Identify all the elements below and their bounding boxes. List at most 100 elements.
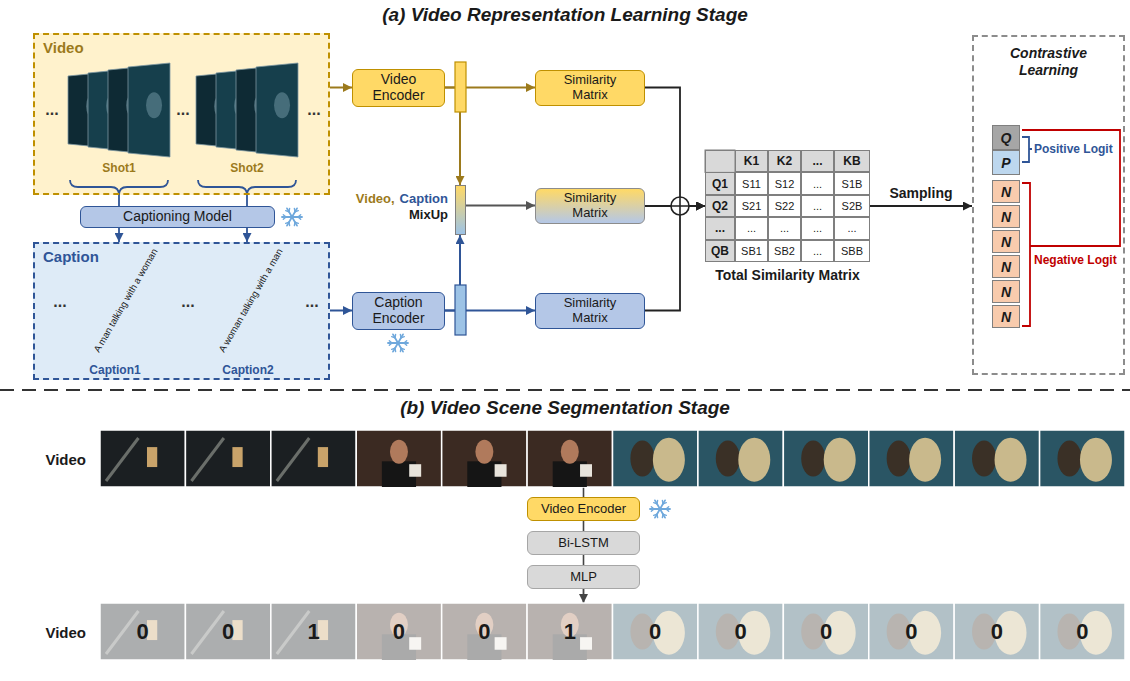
film-frame — [1040, 430, 1125, 487]
table-cell: S2B — [834, 195, 870, 217]
sum-circle — [671, 197, 689, 215]
frame-paper — [580, 464, 592, 477]
frame-ground — [271, 603, 356, 660]
node-text: 0 — [991, 619, 1003, 645]
node-text: Caption Encoder — [367, 295, 431, 326]
mlp-box: MLP — [527, 565, 640, 589]
snowflake-branch — [404, 343, 407, 345]
table-cell: S11 — [735, 172, 768, 194]
frame-face — [561, 440, 579, 464]
table-cell: SBB — [834, 240, 870, 262]
ellipsis: ... — [176, 292, 200, 312]
frame-ground — [356, 603, 441, 660]
snowflake-branch — [662, 514, 664, 517]
frame-ground — [954, 603, 1039, 660]
table-cell: SB2 — [768, 240, 801, 262]
frame-hair — [909, 438, 941, 482]
shot-brace — [70, 180, 168, 195]
node-heading: Video — [43, 39, 84, 56]
frame-ground — [783, 603, 868, 660]
frame-ground — [271, 430, 356, 487]
bilstm-box: Bi-LSTM — [527, 531, 640, 555]
frame-cell: 0 — [442, 603, 527, 660]
frame-fade — [185, 603, 270, 660]
frame-ground — [1040, 603, 1125, 660]
frame-face — [972, 441, 996, 477]
table-cell: S22 — [768, 195, 801, 217]
snowflake-arm — [655, 509, 660, 518]
node-text: N — [1001, 209, 1011, 225]
node-text: Video, — [356, 191, 395, 206]
snowflake-branch — [298, 217, 301, 219]
negative-cell: N — [992, 305, 1020, 328]
node-text: 0 — [905, 619, 917, 645]
connector — [583, 521, 585, 531]
frame-ground — [613, 603, 698, 660]
snowflake-arm — [388, 342, 398, 344]
snowflake-branch — [394, 334, 396, 337]
film-frame — [698, 603, 783, 660]
video-frame — [128, 63, 170, 157]
node-text: N — [1001, 259, 1011, 275]
snowflake-branch — [663, 503, 666, 504]
snowflake-arm — [398, 343, 403, 352]
node-text: N — [1001, 309, 1011, 325]
frame-ground — [100, 430, 185, 487]
negative-cell: N — [992, 280, 1020, 303]
negative-cell: N — [992, 205, 1020, 228]
connector — [645, 206, 705, 311]
film-frame — [954, 430, 1039, 487]
connector — [583, 555, 585, 565]
table-cell: Q2 — [705, 195, 735, 217]
ellipsis: ... — [40, 100, 64, 120]
frame-cell: 0 — [698, 603, 783, 660]
connector — [246, 195, 248, 206]
frozen-icon — [282, 208, 302, 225]
node-text: 0 — [1076, 619, 1088, 645]
connector — [583, 589, 585, 603]
table-cell: ... — [801, 150, 834, 172]
film-frame — [783, 430, 868, 487]
connector — [583, 487, 585, 497]
node-text: Similarity Matrix — [553, 296, 627, 325]
node-text: P — [1001, 155, 1010, 171]
node-text: Captioning Model — [123, 209, 232, 225]
frame-fade — [271, 603, 356, 660]
snowflake-branch — [392, 348, 395, 349]
frame-face — [716, 441, 740, 477]
caption-encoder-box: Caption Encoder — [352, 292, 445, 330]
captioning-model-box: Captioning Model — [80, 206, 275, 228]
frame-fade — [100, 603, 185, 660]
node-text: Video Encoder — [367, 72, 431, 103]
node-text: N — [1001, 184, 1011, 200]
frame-hair — [824, 438, 856, 482]
film-frame — [527, 430, 612, 487]
frame-face — [390, 440, 408, 464]
frame-ground — [442, 603, 527, 660]
node-text: Caption — [400, 191, 448, 206]
similarity-box: Similarity Matrix — [535, 293, 645, 329]
video-feature-vector — [455, 62, 466, 112]
shot-label: Shot2 — [217, 160, 277, 176]
node-text: 0 — [734, 619, 746, 645]
frame-light — [147, 447, 157, 467]
frame-fade — [442, 603, 527, 660]
film-frame — [527, 603, 612, 660]
frame-ground — [356, 430, 441, 487]
film-frame — [1040, 603, 1125, 660]
frame-ground — [185, 603, 270, 660]
frame-fade — [1040, 603, 1125, 660]
video-frame — [256, 63, 298, 157]
frame-hair — [738, 438, 770, 482]
node-text: 0 — [222, 619, 234, 645]
frame-ground — [1040, 430, 1125, 487]
film-frame — [442, 603, 527, 660]
snowflake-arm — [660, 509, 665, 518]
node-text: Video Encoder — [541, 502, 626, 517]
mixup-vector: Video,CaptionMixUp — [455, 185, 466, 235]
frame-light — [318, 447, 328, 467]
connector — [466, 205, 535, 207]
snowflake-branch — [666, 509, 669, 511]
snowflake-branch — [295, 211, 298, 212]
frame-fade — [613, 603, 698, 660]
